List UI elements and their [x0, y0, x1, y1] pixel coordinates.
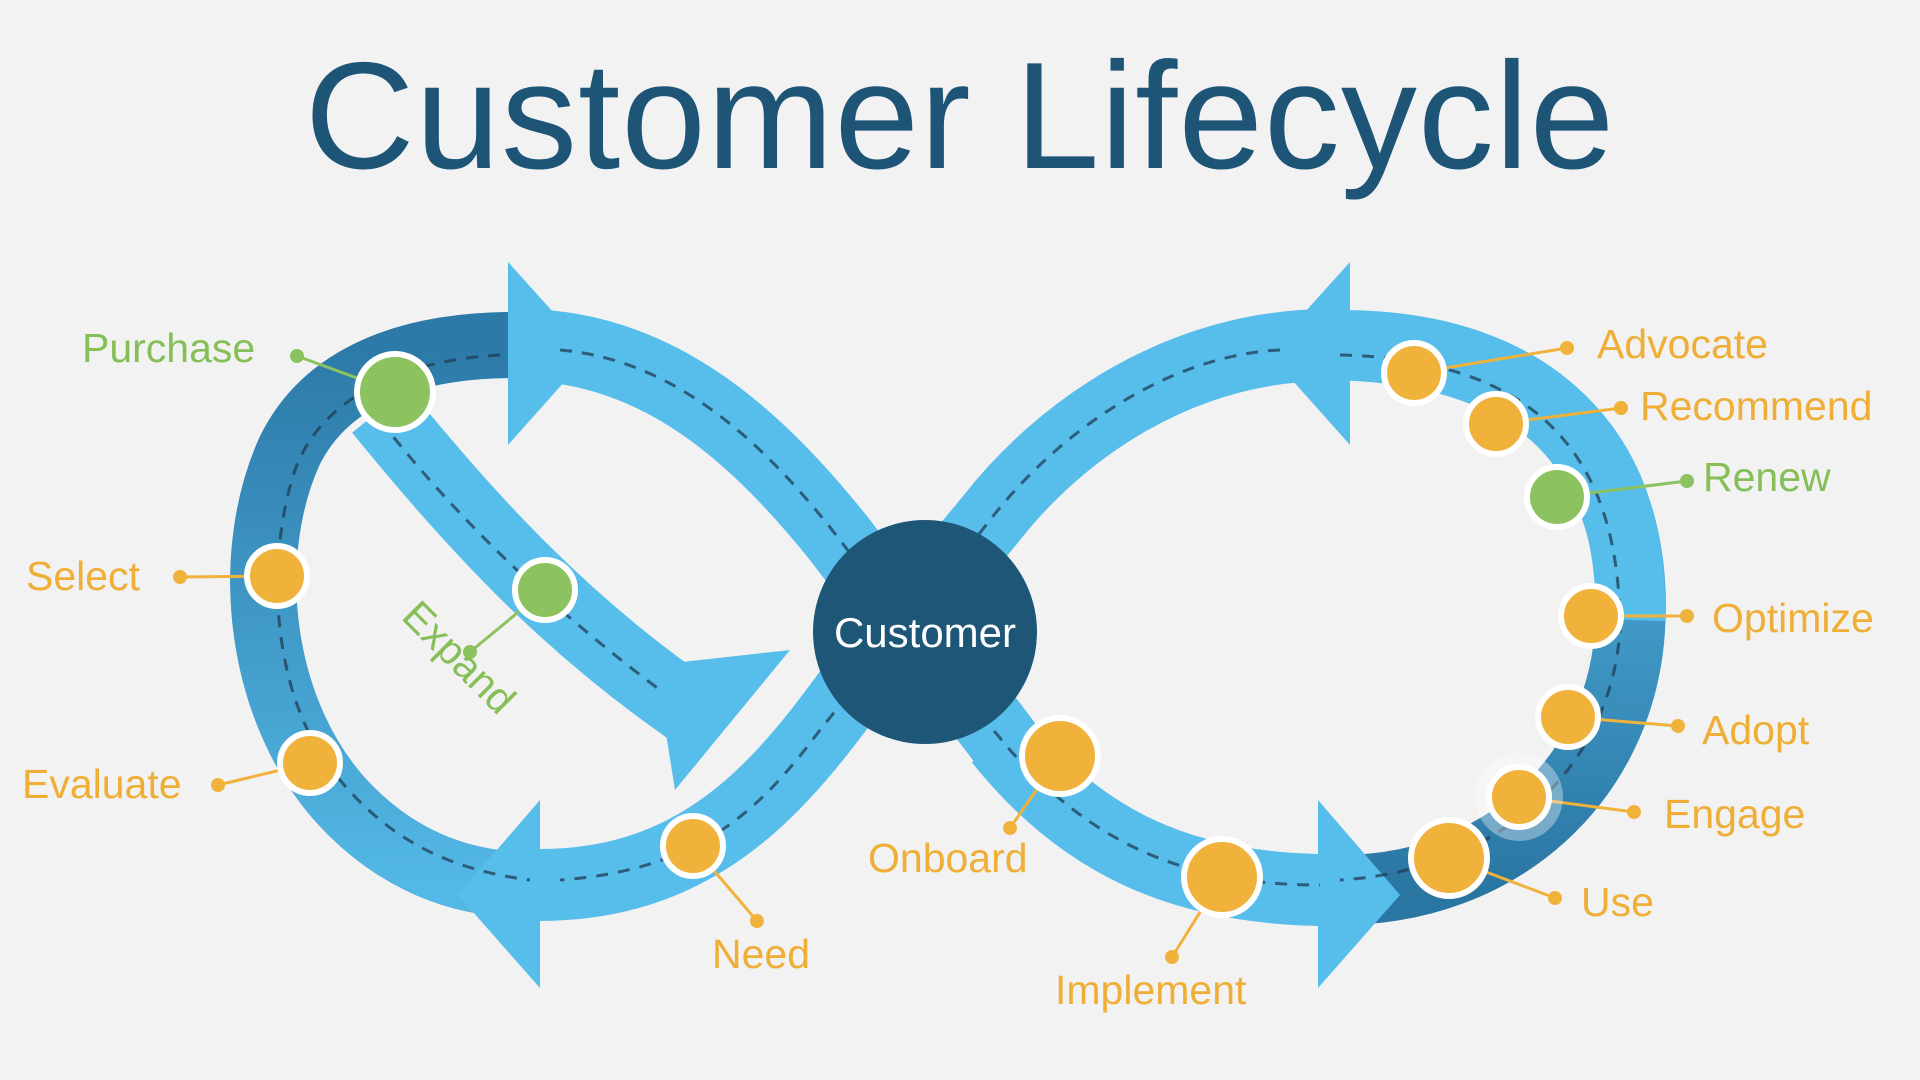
connector-dot: [463, 645, 477, 659]
stage-need: Need: [660, 813, 810, 977]
stage-label-implement: Implement: [1055, 967, 1247, 1013]
stage-node-advocate: [1381, 340, 1447, 406]
stage-node-optimize: [1558, 583, 1624, 649]
center-node: Customer: [813, 520, 1037, 744]
stage-node-renew: [1524, 464, 1590, 530]
stage-purchase: Purchase: [82, 325, 436, 433]
stage-implement: Implement: [1055, 836, 1263, 1013]
connector-dot: [290, 349, 304, 363]
arrow-top-right-left-icon: [1268, 262, 1350, 445]
stage-node-evaluate: [277, 730, 343, 796]
connector-dot: [211, 778, 225, 792]
stage-node-onboard: [1019, 715, 1101, 797]
connector-dot: [1627, 805, 1641, 819]
stage-recommend: Recommend: [1463, 383, 1872, 457]
stage-renew: Renew: [1524, 454, 1831, 530]
connector-dot: [1680, 474, 1694, 488]
stage-node-need: [660, 813, 726, 879]
stage-label-engage: Engage: [1664, 791, 1805, 837]
stage-label-recommend: Recommend: [1640, 383, 1872, 429]
connector-dot: [173, 570, 187, 584]
stage-node-recommend: [1463, 391, 1529, 457]
stage-label-evaluate: Evaluate: [22, 761, 182, 807]
stage-node-adopt: [1535, 684, 1601, 750]
stage-label-need: Need: [712, 931, 810, 977]
connector-dot: [1548, 891, 1562, 905]
stage-adopt: Adopt: [1535, 684, 1810, 753]
connector-dot: [1003, 821, 1017, 835]
stage-node-purchase: [354, 351, 436, 433]
stage-label-onboard: Onboard: [868, 835, 1028, 881]
stage-advocate: Advocate: [1381, 321, 1768, 406]
stage-node-implement: [1181, 836, 1263, 918]
stage-select: Select: [26, 543, 310, 609]
stage-label-purchase: Purchase: [82, 325, 255, 371]
stage-label-select: Select: [26, 553, 141, 599]
stage-onboard: Onboard: [868, 715, 1101, 881]
stage-label-adopt: Adopt: [1702, 707, 1810, 753]
arrow-expand-icon: [655, 650, 790, 790]
stage-use: Use: [1408, 817, 1654, 925]
stage-optimize: Optimize: [1558, 583, 1874, 649]
stage-label-advocate: Advocate: [1597, 321, 1768, 367]
arrowheads: [458, 262, 1400, 988]
connector-dot: [1560, 341, 1574, 355]
connector-dot: [1671, 719, 1685, 733]
page-title: Customer Lifecycle: [305, 31, 1615, 201]
center-label: Customer: [834, 609, 1016, 656]
stage-node-expand: [512, 557, 578, 623]
stage-node-select: [244, 543, 310, 609]
stage-label-renew: Renew: [1703, 454, 1831, 500]
arrow-top-left-right-icon: [508, 262, 590, 445]
connector-dot: [1614, 401, 1628, 415]
connector-dot: [1680, 609, 1694, 623]
stage-label-expand: Expand: [394, 592, 525, 723]
connector-dot: [1165, 950, 1179, 964]
stage-evaluate: Evaluate: [22, 730, 343, 807]
stage-engage: Engage: [1475, 753, 1805, 841]
stage-label-use: Use: [1581, 879, 1654, 925]
stage-node-use: [1408, 817, 1490, 899]
stage-node-engage: [1486, 764, 1552, 830]
stage-label-optimize: Optimize: [1712, 595, 1874, 641]
connector-dot: [750, 914, 764, 928]
arrow-bottom-right-right-icon: [1318, 800, 1400, 988]
arrow-bottom-left-left-icon: [458, 800, 540, 988]
